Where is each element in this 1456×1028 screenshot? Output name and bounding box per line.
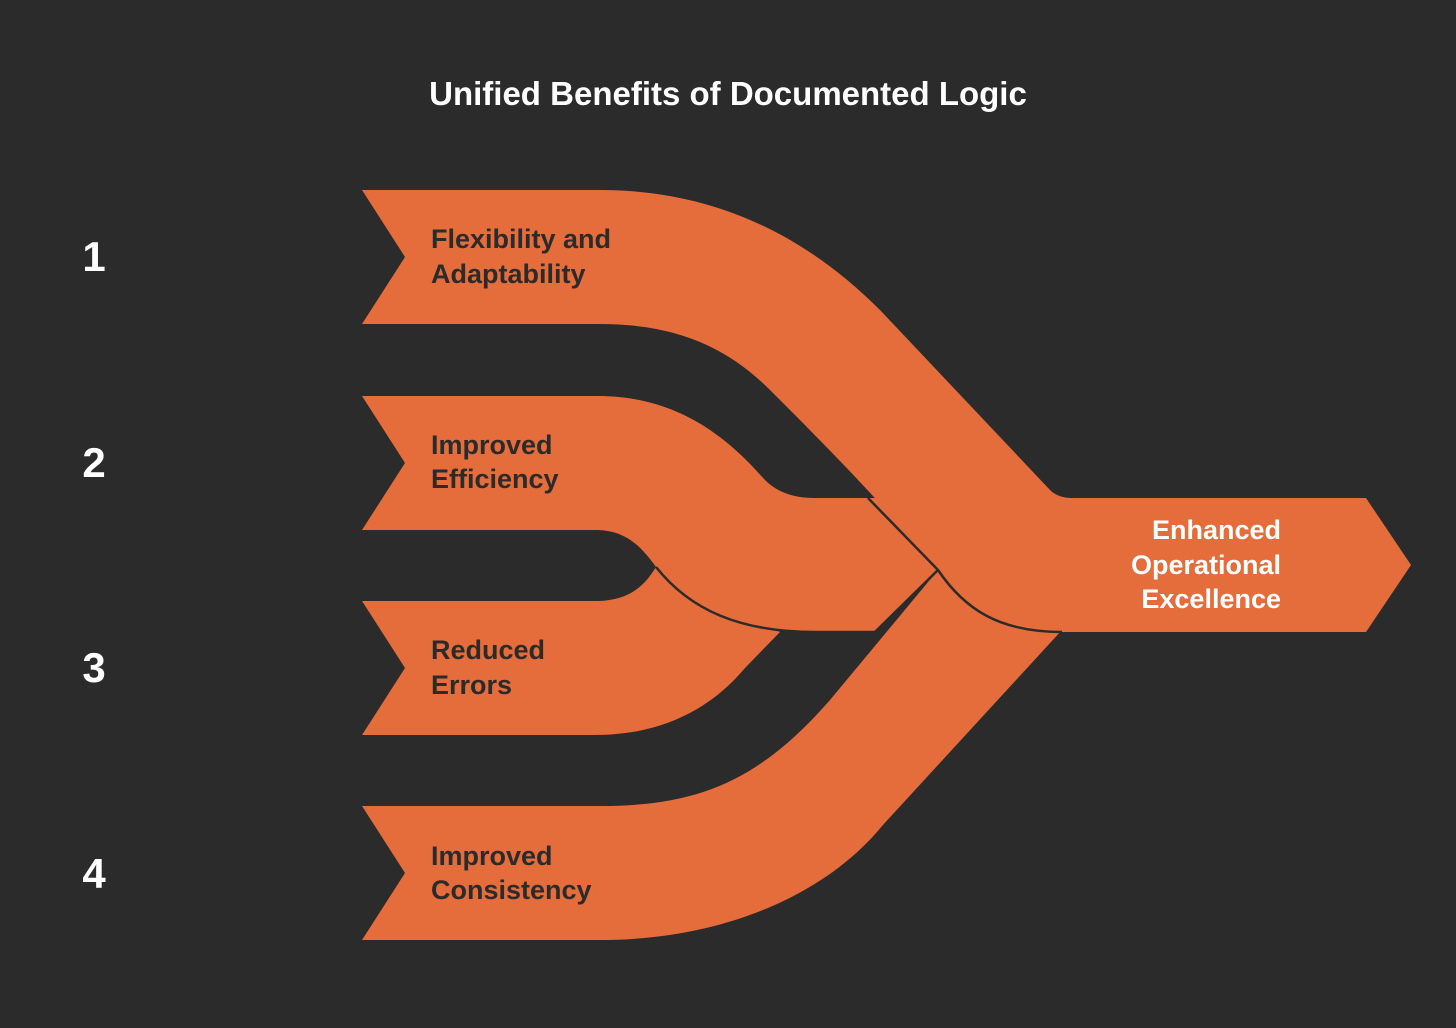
diagram-title: Unified Benefits of Documented Logic bbox=[429, 75, 1027, 112]
label-flexibility-line1: Flexibility and bbox=[431, 224, 611, 254]
step-number-4: 4 bbox=[82, 850, 106, 897]
output-label-line3: Excellence bbox=[1141, 584, 1281, 614]
label-errors-line2: Errors bbox=[431, 670, 512, 700]
band-improved-efficiency bbox=[362, 396, 938, 632]
step-number-1: 1 bbox=[82, 233, 105, 280]
label-efficiency-line1: Improved bbox=[431, 430, 553, 460]
label-errors-line1: Reduced bbox=[431, 635, 545, 665]
label-flexibility-line2: Adaptability bbox=[431, 259, 586, 289]
label-consistency-line1: Improved bbox=[431, 841, 553, 871]
output-label-line1: Enhanced bbox=[1152, 515, 1281, 545]
label-consistency-line2: Consistency bbox=[431, 875, 592, 905]
label-efficiency-line2: Efficiency bbox=[431, 464, 559, 494]
band-reduced-errors bbox=[362, 567, 780, 735]
step-number-3: 3 bbox=[82, 644, 105, 691]
step-number-2: 2 bbox=[82, 439, 105, 486]
band-flexibility-adaptability bbox=[362, 190, 1411, 632]
crossing-line-a bbox=[867, 497, 1063, 634]
band-improved-consistency bbox=[362, 570, 1062, 940]
crossing-line-b bbox=[874, 569, 939, 633]
crossing-line-c bbox=[655, 566, 875, 634]
output-label-line2: Operational bbox=[1131, 550, 1281, 580]
